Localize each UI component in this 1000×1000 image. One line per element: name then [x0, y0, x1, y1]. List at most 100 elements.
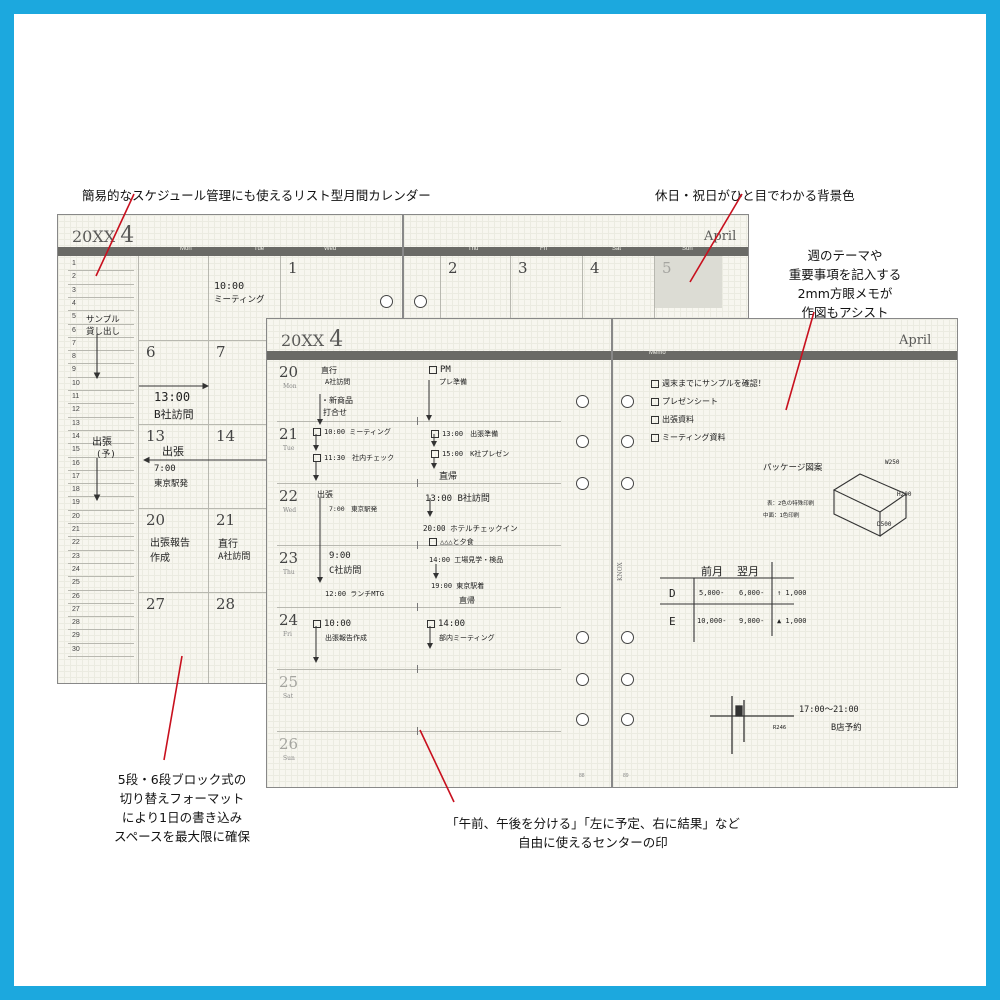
handwritten-note: 直帰 [459, 596, 475, 605]
binder-ring-hole [621, 477, 634, 490]
week-day-number: 22 [279, 487, 299, 505]
list-row-number: 19 [72, 499, 80, 507]
memo-month-title: April [899, 333, 932, 348]
handwritten-note: 19:00 東京駅着 [431, 582, 485, 590]
page-number: 88 [579, 773, 585, 779]
list-row-number: 4 [72, 299, 76, 307]
day-number: 28 [216, 595, 236, 613]
list-row-line [68, 576, 134, 578]
weekday-sat: Sat [612, 246, 622, 252]
checklist-text: 出張資料 [662, 415, 694, 424]
list-row-line [68, 536, 134, 538]
memo-bar: Memo [613, 350, 957, 360]
weekday-fri: Fri [540, 246, 547, 252]
list-row-number: 13 [72, 419, 80, 427]
day-number: 13 [146, 427, 166, 445]
handwritten-note: PM [429, 365, 451, 375]
day-number: 4 [590, 259, 600, 277]
week-day-number: 21 [279, 425, 299, 443]
table-row-label: D [669, 587, 676, 600]
list-row-line [68, 509, 134, 511]
list-row-number: 27 [72, 605, 80, 613]
monthly-left-title: 20XX 4 [72, 223, 134, 248]
binder-ring-hole [621, 631, 634, 644]
handwritten-note: D500 [877, 521, 892, 528]
checkbox-icon [313, 454, 321, 462]
handwritten-note: 9:00 [329, 551, 351, 561]
day-number: 1 [288, 259, 298, 277]
table-cell: 9,000- [739, 617, 765, 625]
week-day-number: 20 [279, 363, 299, 381]
handwritten-note: A社訪問 [218, 552, 251, 562]
list-note: 出張 [92, 437, 112, 448]
list-row-number: 16 [72, 459, 80, 467]
handwritten-note: 13:00 出張準備 [431, 429, 498, 439]
year-label: 20XX [72, 227, 116, 246]
note-text: 13:00 出張準備 [442, 430, 499, 438]
list-row-number: 5 [72, 313, 76, 321]
list-row-line [68, 456, 134, 458]
list-row-line [68, 429, 134, 431]
map-label: R246 [773, 725, 787, 731]
handwritten-note: 11:30 社内チェック [313, 453, 394, 463]
week-day-name: Tue [283, 445, 295, 452]
year-label: 20XX [281, 331, 325, 350]
handwritten-note: 15:00 K社プレゼン [431, 449, 509, 459]
callout-block-line: 5段・6段ブロック式の [117, 772, 247, 787]
center-mark [417, 479, 418, 487]
checkbox-icon [313, 619, 321, 628]
list-row-line [68, 642, 134, 644]
list-row-line [68, 483, 134, 485]
list-row-line [68, 403, 134, 405]
week-day-number: 25 [279, 673, 299, 691]
list-row-line [68, 496, 134, 498]
handwritten-note: 出張報告 [150, 538, 190, 549]
list-row-line [68, 270, 134, 272]
handwritten-note: 出張 [162, 445, 184, 458]
handwritten-note: プレ準備 [439, 378, 467, 386]
note-text: △△△と夕食 [440, 538, 474, 546]
center-mark [417, 665, 418, 673]
week-day-number: 26 [279, 735, 299, 753]
list-row-line [68, 323, 134, 325]
list-row-number: 20 [72, 512, 80, 520]
handwritten-note: 12:00 ランチMTG [325, 590, 384, 598]
checklist-item: 週末までにサンプルを確認！ [651, 375, 766, 393]
week-row-divider [277, 483, 561, 484]
memo-checklist: 週末までにサンプルを確認！ プレゼンシート 出張資料 ミーティング資料 [651, 375, 766, 447]
callout-center-mark: 「午前、午後を分ける」「左に予定、右に結果」など 自由に使えるセンターの印 [442, 814, 744, 852]
checklist-item: プレゼンシート [651, 393, 766, 411]
checkbox-icon [651, 433, 659, 442]
handwritten-note: △△△と夕食 [429, 537, 474, 547]
binder-ring-hole [576, 631, 589, 644]
grid-divider [138, 256, 139, 683]
list-row-line [68, 523, 134, 524]
list-row-number: 7 [72, 339, 76, 347]
memo-page: April Memo 週末までにサンプルを確認！ プレゼンシート 出張資料 ミー… [612, 318, 958, 788]
list-row-number: 24 [72, 565, 80, 573]
handwritten-note: 13:00 B社訪問 [425, 494, 490, 504]
handwritten-note: 出張 [317, 490, 333, 499]
center-mark [417, 727, 418, 735]
handwritten-note: 10:00 [214, 281, 245, 292]
list-row-line [68, 443, 134, 445]
list-row-line [68, 283, 134, 285]
brand-mark: KNOX [617, 562, 624, 581]
day-number: 14 [216, 427, 236, 445]
callout-center-line: 「午前、午後を分ける」「左に予定、右に結果」など [446, 816, 740, 831]
binder-ring-hole [380, 295, 393, 308]
list-note: サンプル [86, 315, 120, 325]
callout-memo-line: 週のテーマや [807, 248, 883, 263]
checkbox-icon [651, 415, 659, 424]
callout-block-line: により1日の書き込み [121, 810, 243, 825]
week-row-divider [277, 669, 561, 670]
checklist-text: ミーティング資料 [662, 433, 726, 442]
weekday-thu: Thu [468, 246, 479, 252]
weekday-mon: Mon [180, 246, 192, 252]
list-row-line [68, 363, 134, 365]
handwritten-note: 13:00 [154, 390, 191, 404]
note-text: 15:00 K社プレゼン [442, 450, 510, 458]
list-note: 貸し出し [86, 327, 121, 337]
checkbox-icon [313, 428, 321, 436]
